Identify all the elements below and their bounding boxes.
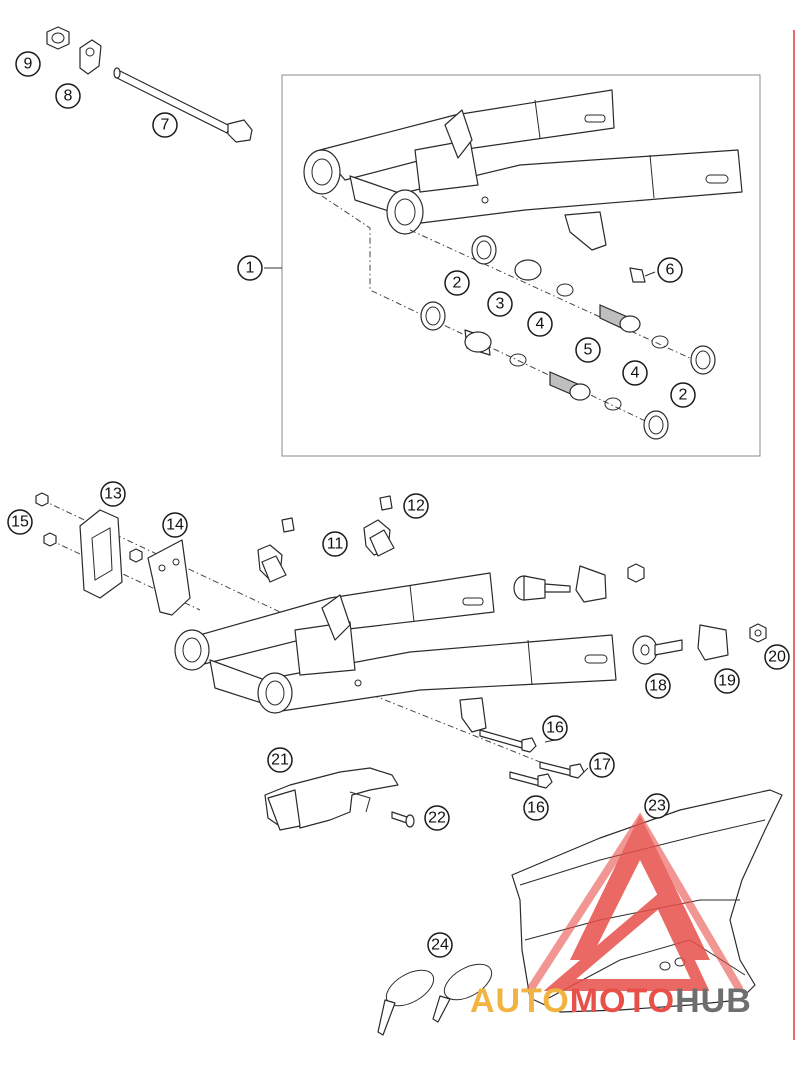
callout-18: 18 — [645, 673, 671, 699]
callout-6: 6 — [657, 257, 683, 283]
svg-text:11: 11 — [327, 536, 344, 553]
svg-text:16: 16 — [527, 800, 545, 817]
svg-text:13: 13 — [104, 486, 122, 503]
callout-5: 5 — [575, 337, 601, 363]
callout-9: 9 — [15, 51, 41, 77]
callout-17: 17 — [589, 752, 615, 778]
svg-text:14: 14 — [166, 517, 184, 534]
callout-23: 23 — [644, 793, 670, 819]
svg-text:9: 9 — [24, 56, 33, 73]
svg-text:16: 16 — [546, 720, 564, 737]
part-bolts-16-17 — [479, 729, 585, 789]
svg-text:15: 15 — [11, 514, 29, 531]
callout-11: 11 — [322, 531, 348, 557]
bearing-set-front — [471, 235, 716, 375]
callout-22: 22 — [424, 805, 450, 831]
part-adjuster-18 — [632, 635, 683, 665]
callout-15: 15 — [7, 509, 33, 535]
watermark-text: AUTOMOTOHUB — [470, 982, 752, 1020]
svg-text:18: 18 — [649, 678, 667, 695]
part-chain-block-13 — [79, 509, 123, 599]
watermark-text-hub: HUB — [675, 982, 752, 1020]
callout-2a: 2 — [444, 270, 470, 296]
part-bracket-19 — [697, 624, 729, 661]
watermark-logo — [526, 812, 744, 993]
callout-14: 14 — [162, 512, 188, 538]
callout-1: 1 — [237, 255, 263, 281]
callout-8: 8 — [55, 83, 81, 109]
assembly-frame-box — [281, 74, 761, 457]
callout-24: 24 — [427, 932, 453, 958]
part-chain-guard-23 — [511, 789, 783, 1013]
swingarm-upper — [303, 89, 743, 251]
svg-text:2: 2 — [453, 275, 462, 292]
svg-text:17: 17 — [593, 757, 611, 774]
watermark-text-moto: MOTO — [570, 982, 675, 1020]
part-plate-8 — [79, 39, 102, 75]
svg-text:4: 4 — [631, 365, 640, 382]
svg-text:6: 6 — [666, 262, 675, 279]
watermark-text-auto: AUTO — [470, 982, 570, 1020]
callout-12: 12 — [403, 493, 429, 519]
callout-21: 21 — [267, 747, 293, 773]
part-nut-9 — [46, 26, 70, 50]
svg-text:3: 3 — [496, 296, 505, 313]
callout-16b: 16 — [523, 795, 549, 821]
svg-text:19: 19 — [718, 673, 736, 690]
callout-13: 13 — [100, 481, 126, 507]
callout-20: 20 — [764, 644, 790, 670]
callout-2b: 2 — [670, 382, 696, 408]
svg-text:24: 24 — [431, 937, 449, 954]
svg-text:21: 21 — [271, 752, 289, 769]
svg-text:8: 8 — [64, 88, 73, 105]
svg-text:2: 2 — [679, 387, 688, 404]
svg-text:7: 7 — [161, 117, 170, 134]
svg-text:20: 20 — [768, 649, 786, 666]
part-screws-12 — [281, 495, 393, 533]
bearing-set-rear — [420, 301, 669, 440]
svg-text:12: 12 — [407, 498, 425, 515]
callout-4b: 4 — [622, 360, 648, 386]
part-cable-ties-24 — [377, 963, 493, 1036]
svg-text:4: 4 — [536, 316, 545, 333]
part-screw-22 — [391, 811, 415, 828]
svg-text:5: 5 — [584, 342, 593, 359]
part-plate-14 — [129, 539, 191, 616]
part-clamps-11 — [257, 519, 395, 583]
part-chain-slider-21 — [264, 767, 399, 831]
svg-text:1: 1 — [246, 260, 255, 277]
part-nuts-15 — [35, 492, 57, 547]
part-axle-bolt-7 — [113, 67, 253, 143]
callout-19: 19 — [714, 668, 740, 694]
part-nut-20 — [749, 623, 767, 643]
svg-text:22: 22 — [428, 810, 446, 827]
swingarm-lower — [174, 572, 617, 733]
callout-7: 7 — [152, 112, 178, 138]
callout-4a: 4 — [527, 311, 553, 337]
part-adjuster-upper — [513, 563, 645, 603]
svg-text:23: 23 — [648, 798, 666, 815]
callout-16a: 16 — [542, 715, 568, 741]
callout-3: 3 — [487, 291, 513, 317]
